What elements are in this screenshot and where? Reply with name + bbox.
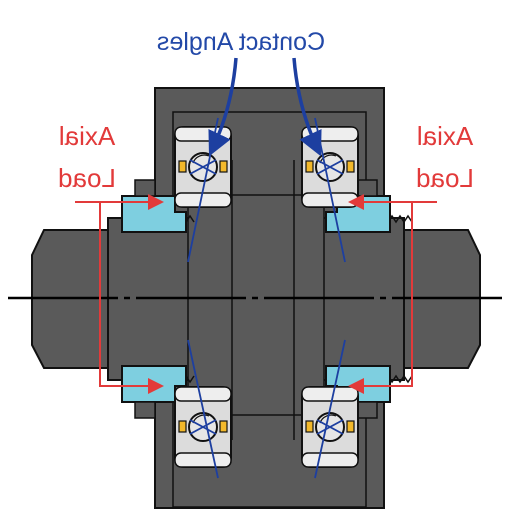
axial-load-right: Axial Load — [416, 121, 474, 193]
load-arrow-icon — [75, 194, 437, 394]
callout-arrow-icon — [208, 57, 322, 157]
svg-text:Load: Load — [58, 163, 116, 193]
svg-text:Contact Angles: Contact Angles — [157, 28, 325, 56]
contact-angles-title: Contact Angles — [157, 28, 325, 56]
svg-text:Load: Load — [416, 163, 474, 193]
svg-text:Axial: Axial — [59, 121, 115, 151]
axial-load-left: Axial Load — [58, 121, 116, 193]
svg-text:Axial: Axial — [417, 121, 473, 151]
